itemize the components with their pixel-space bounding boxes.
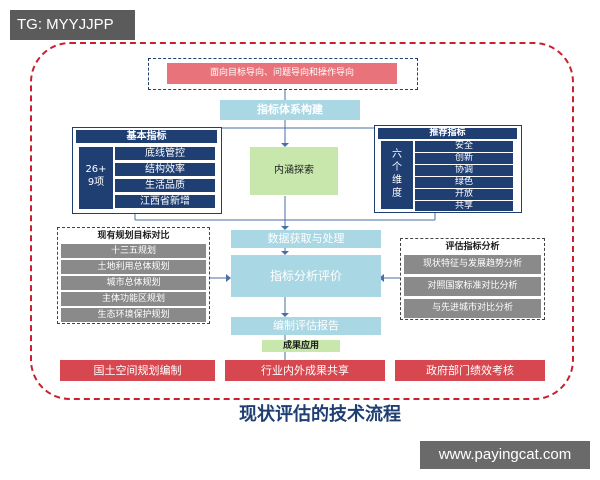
basic-indicator-item: 底线管控 xyxy=(115,147,215,160)
analysis-item: 现状特征与发展趋势分析 xyxy=(404,255,541,274)
dimension-item: 开放 xyxy=(415,189,513,200)
analysis-item: 与先进城市对比分析 xyxy=(404,299,541,318)
indicator-count: 26+ 9项 xyxy=(79,147,113,209)
dimension-item: 绿色 xyxy=(415,177,513,188)
evaluation-analysis-header: 评估指标分析 xyxy=(445,242,500,252)
dashed-red-frame xyxy=(30,42,574,400)
plan-item: 主体功能区规划 xyxy=(61,292,206,306)
recommended-indicators-header: 推荐指标 xyxy=(378,128,517,139)
dimension-item: 协调 xyxy=(415,165,513,176)
dimension-item: 安全 xyxy=(415,141,513,152)
output-box: 国土空间规划编制 xyxy=(60,360,215,381)
output-box: 政府部门绩效考核 xyxy=(395,360,545,381)
evaluation-analysis-panel: 评估指标分析 现状特征与发展趋势分析 对照国家标准对比分析 与先进城市对比分析 xyxy=(400,238,545,320)
plan-comparison-panel: 现有规划目标对比 十三五规划 土地利用总体规划 城市总体规划 主体功能区规划 生… xyxy=(57,227,210,324)
analysis-item: 对照国家标准对比分析 xyxy=(404,277,541,296)
watermark: www.payingcat.com xyxy=(420,441,590,469)
output-box: 行业内外成果共享 xyxy=(225,360,385,381)
analysis-evaluation-box: 指标分析评价 xyxy=(231,255,381,297)
basic-indicator-item: 生活品质 xyxy=(115,179,215,192)
indicator-system-box: 指标体系构建 xyxy=(220,100,360,120)
dimension-item: 创新 xyxy=(415,153,513,164)
basic-indicators-panel: 基本指标 26+ 9项 底线管控 结构效率 生活品质 江西省新增 xyxy=(72,127,222,214)
orientation-box: 面向目标导向、问题导向和操作导向 xyxy=(167,63,397,84)
plan-item: 十三五规划 xyxy=(61,244,206,258)
six-dimensions-label: 六 个 维 度 xyxy=(381,141,413,209)
diagram-title: 现状评估的技术流程 xyxy=(239,404,401,425)
plan-comparison-header: 现有规划目标对比 xyxy=(97,231,170,241)
basic-indicators-header: 基本指标 xyxy=(76,130,217,143)
results-application-box: 成果应用 xyxy=(262,340,340,352)
data-processing-box: 数据获取与处理 xyxy=(231,230,381,248)
basic-indicator-item: 结构效率 xyxy=(115,163,215,176)
plan-item: 城市总体规划 xyxy=(61,276,206,290)
plan-item: 生态环境保护规划 xyxy=(61,308,206,322)
report-box: 编制评估报告 xyxy=(231,317,381,335)
top-box-border xyxy=(148,58,418,90)
plan-item: 土地利用总体规划 xyxy=(61,260,206,274)
connotation-exploration-box: 内涵探索 xyxy=(250,147,338,195)
dimension-item: 共享 xyxy=(415,201,513,211)
source-tag: TG: MYYJJPP xyxy=(10,10,135,40)
basic-indicator-item: 江西省新增 xyxy=(115,195,215,208)
recommended-indicators-panel: 推荐指标 六 个 维 度 安全 创新 协调 绿色 开放 共享 xyxy=(374,125,522,213)
